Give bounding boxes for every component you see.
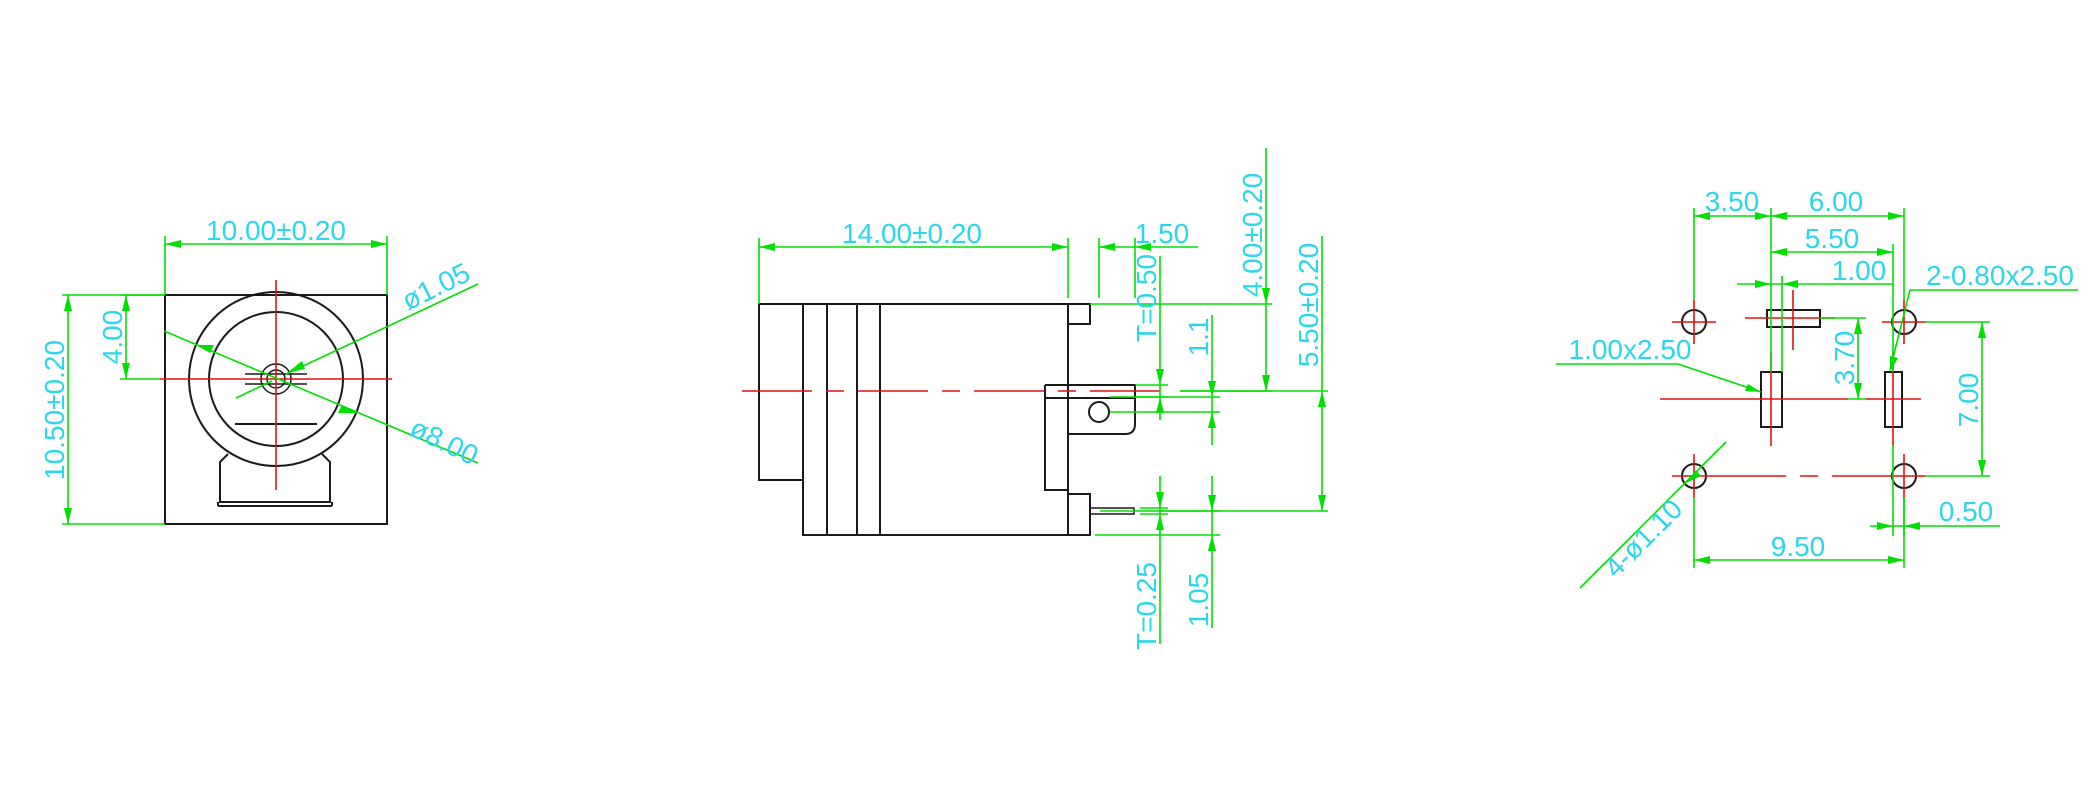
side-ctop-arrow-top (1262, 288, 1270, 304)
footprint-550-label: 5.50 (1805, 223, 1860, 254)
side-ttop-arrow-top (1156, 369, 1164, 385)
footprint-100-arrow-l (1755, 280, 1771, 288)
front-center-label: 4.00 (97, 310, 128, 365)
front-foot (219, 453, 331, 503)
front-height-arrow-top (64, 295, 72, 311)
side-pinh-label: 5.50±0.20 (1293, 243, 1324, 367)
footprint-slotpair-leader (1889, 289, 1911, 371)
side-ctop-arrow-bottom (1262, 375, 1270, 391)
side-ttop-arrow-bottom (1156, 397, 1164, 413)
footprint-370-label: 3.70 (1829, 331, 1860, 386)
side-ttop-label: T=0.50 (1131, 254, 1162, 342)
footprint-100-label: 1.00 (1832, 255, 1887, 286)
front-view: 10.00±0.20 10.50±0.20 4.00 ø1.05 ø8.00 (39, 215, 483, 525)
front-height-arrow-bottom (64, 508, 72, 524)
footprint-050-label: 0.50 (1939, 496, 1994, 527)
footprint-370-arrow-top (1854, 318, 1862, 334)
side-bottom-tab (1068, 493, 1091, 536)
side-tbot-arrow-top (1156, 492, 1164, 508)
footprint-950-arrow-r (1888, 556, 1904, 564)
footprint-holes-arrow (1686, 470, 1701, 483)
front-pin-diameter-label: ø1.05 (397, 257, 475, 316)
side-boff-label: 1.05 (1183, 573, 1214, 628)
footprint-350-arrow-r (1755, 212, 1771, 220)
side-tbot-arrow-bottom (1156, 514, 1164, 530)
front-body-leader (163, 330, 479, 464)
front-center-arrow-bottom (122, 363, 130, 379)
footprint-950-arrow-l (1694, 556, 1710, 564)
footprint-600-label: 6.00 (1809, 186, 1864, 217)
footprint-550-arrow-l (1771, 248, 1787, 256)
footprint-view: 3.50 6.00 5.50 1.00 2-0.80x2.50 1.00x2.5… (1556, 186, 2078, 589)
front-body-leader-arrow-l (196, 345, 214, 353)
footprint-370-arrow-bottom (1854, 383, 1862, 399)
footprint-600-arrow-l (1771, 212, 1787, 220)
footprint-holes-label: 4-ø1.10 (1598, 493, 1688, 583)
footprint-700-label: 7.00 (1953, 373, 1984, 428)
footprint-700-arrow-top (1978, 322, 1986, 338)
side-tab-label: 1.50 (1135, 218, 1190, 249)
front-body-leader-arrow-r (338, 405, 357, 413)
side-front-flange (758, 303, 804, 481)
footprint-050-arrow-l (1877, 522, 1893, 530)
front-height-label: 10.50±0.20 (39, 340, 70, 480)
footprint-holes-leader (1579, 441, 1727, 589)
footprint-slotpair-label: 2-0.80x2.50 (1926, 260, 2074, 291)
front-pin-leader (285, 283, 479, 375)
front-width-label: 10.00±0.20 (206, 215, 346, 246)
side-boff-arrow-bottom (1208, 535, 1216, 551)
front-pin-leader-arrow (287, 361, 305, 373)
footprint-slot-arrow (1745, 384, 1761, 392)
side-tbot-label: T=0.25 (1131, 562, 1162, 650)
front-width-arrow-r (371, 240, 387, 248)
footprint-550-arrow-r (1877, 248, 1893, 256)
front-body-diameter-label: ø8.00 (405, 412, 483, 471)
front-pin-leader-tail (235, 380, 273, 399)
side-body (802, 303, 1069, 536)
side-terminal (1044, 385, 1136, 491)
footprint-slot-label: 1.00x2.50 (1569, 334, 1692, 365)
side-pinh-arrow-bottom (1318, 495, 1326, 511)
side-boff-arrow-top (1208, 495, 1216, 511)
side-tab11-arrow-bottom (1208, 412, 1216, 428)
side-tab-arrow-l (1099, 243, 1115, 251)
footprint-050-arrow-r (1904, 522, 1920, 530)
side-length-label: 14.00±0.20 (842, 218, 982, 249)
side-pinh-arrow-top (1318, 391, 1326, 407)
footprint-600-arrow-r (1888, 212, 1904, 220)
footprint-950-label: 9.50 (1771, 531, 1826, 562)
side-ctop-label: 4.00±0.20 (1237, 173, 1268, 297)
side-tab11-arrow-top (1208, 381, 1216, 397)
side-length-arrow-l (759, 243, 775, 251)
footprint-slotpair-arrow (1890, 356, 1898, 372)
side-pin-hole (1088, 401, 1110, 423)
side-view: 14.00±0.20 1.50 4.00±0.20 5.50±0.20 T=0.… (742, 148, 1328, 650)
front-center-arrow-top (122, 295, 130, 311)
side-tab-arrow-r (1135, 243, 1151, 251)
front-width-arrow-l (165, 240, 181, 248)
footprint-350-arrow-l (1694, 212, 1710, 220)
footprint-700-arrow-bottom (1978, 460, 1986, 476)
footprint-350-label: 3.50 (1705, 186, 1760, 217)
side-top-tab (1068, 303, 1091, 325)
side-length-arrow-r (1052, 243, 1068, 251)
side-tab11-label: 1.1 (1183, 318, 1214, 357)
footprint-100-arrow-r (1782, 280, 1798, 288)
